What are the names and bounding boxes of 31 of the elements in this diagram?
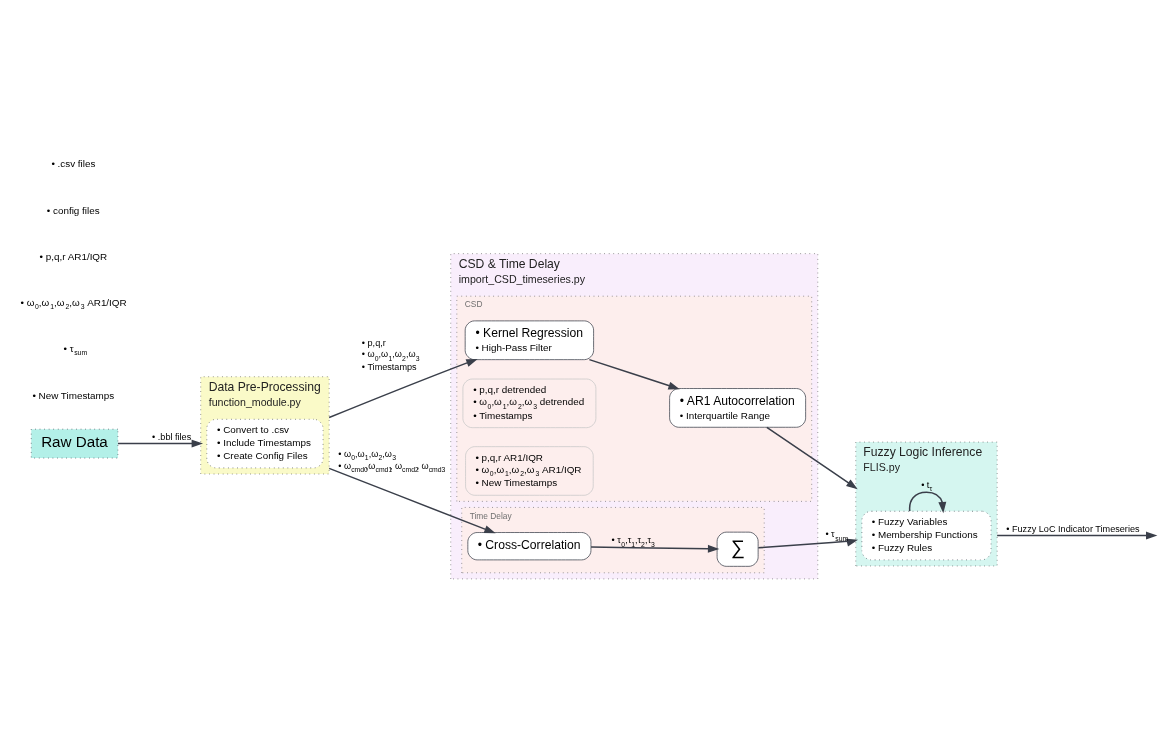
label: • τ$_{sum}$ (63, 342, 88, 357)
node-box: Raw Data (30, 428, 119, 459)
arrow (766, 426, 858, 490)
label: • ω$_{0}$,ω$_{1}$,ω$_{2}$,ω$_{3}$ AR1/IQR (20, 296, 127, 311)
arrow (908, 491, 947, 514)
node-box: • p,q,r AR1/IQR • ω$_{0}$,ω$_{1}$,ω$_{2}$,ω$_{3}$ AR1/IQR • New Timestamps (465, 446, 594, 496)
arrow (117, 439, 204, 448)
node-box: • Convert to .csv • Include Timestamps • Create Config Files (206, 418, 324, 469)
arrow (590, 544, 720, 553)
arrow (328, 467, 496, 534)
node-box: ∑ (716, 531, 759, 567)
edge-label: • p,q,r • ω$_{0}$,ω$_{1}$,ω$_{2}$,ω$_{3}$ • Timestamps (361, 337, 420, 372)
node-box: • Fuzzy Variables • Membership Functions • Fuzzy Rules (861, 510, 992, 561)
node-box: • Cross-Correlation (467, 532, 592, 561)
arrow (757, 538, 858, 549)
label: • New Timestamps (32, 390, 115, 402)
edge-label: • t$_{τ}$ (921, 479, 933, 493)
edge-label: • τ$_{sum}$ (825, 529, 849, 542)
edge-label: • Fuzzy LoC Indicator Timeseries (1006, 523, 1140, 534)
label: • p,q,r AR1/IQR (39, 251, 108, 263)
node-box: • p,q,r detrended • ω$_{0}$,ω$_{1}$,ω$_{2}$,ω$_{3}$ detrended • Timestamps (462, 378, 597, 429)
label: • .csv files (51, 158, 96, 170)
arrow (328, 358, 478, 419)
node-box: • Kernel Regression • High-Pass Filter (464, 320, 594, 360)
arrow (588, 358, 680, 390)
arrow (996, 531, 1158, 540)
node-box: • AR1 Autocorrelation • Interquartile Range (669, 388, 806, 428)
edge-label: • ω$_{0}$,ω$_{1}$,ω$_{2}$,ω$_{3}$ • ω$_{cmd0}$,ω$_{cmd1}$, ω$_{cmd2}$, ω$_{cmd3}$ (338, 448, 446, 474)
edge-label: • τ$_{0}$,τ$_{1}$,τ$_{2}$,τ$_{3}$ (611, 535, 655, 548)
label: • config files (46, 204, 100, 216)
edge-label: • .bbl files (152, 431, 192, 442)
